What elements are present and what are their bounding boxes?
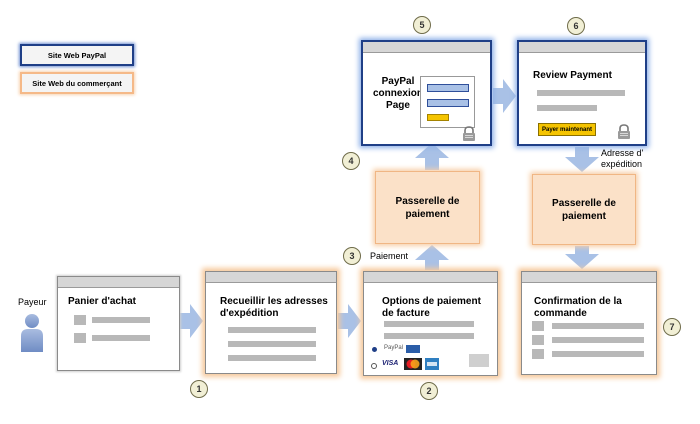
step-badge-1: 1 — [190, 380, 208, 398]
arrow-icon — [415, 245, 449, 270]
cart-title: Panier d'achat — [68, 296, 136, 307]
cart-window: Panier d'achat — [57, 276, 180, 371]
payer-label: Payeur — [18, 297, 47, 307]
shipping-title: Recueillir les adresses d'expédition — [220, 296, 328, 319]
login-button[interactable] — [427, 114, 449, 121]
paypal-login-title: PayPal connexion Page — [372, 76, 423, 111]
arrow-icon — [565, 147, 599, 172]
step-badge-4: 4 — [342, 152, 360, 170]
window-titlebar — [58, 277, 179, 288]
lock-icon — [618, 124, 630, 139]
window-titlebar — [206, 272, 336, 283]
review-payment-title: Review Payment — [533, 70, 612, 81]
mastercard-icon — [404, 358, 422, 370]
gateway-right-label: Passerelle de paiement — [552, 197, 616, 222]
window-titlebar — [519, 42, 645, 53]
user-icon — [21, 314, 43, 352]
paypal-radio[interactable] — [372, 347, 377, 352]
shipping-window: Recueillir les adresses d'expédition — [205, 271, 337, 374]
paypal-option-label: PayPal — [384, 345, 404, 351]
payment-gateway-right: Passerelle de paiement — [532, 174, 636, 245]
card-radio[interactable] — [371, 363, 377, 369]
visa-logo: VISA — [382, 360, 399, 367]
step-badge-7: 7 — [663, 318, 681, 336]
arrow-icon — [180, 304, 203, 338]
confirmation-title: Confirmation de la commande — [534, 296, 622, 319]
arrow-icon — [493, 79, 516, 113]
amex-icon — [425, 358, 439, 370]
billing-title: Options de paiement de facture — [382, 296, 481, 319]
step-badge-2: 2 — [420, 382, 438, 400]
legend-merchant: Site Web du commerçant — [20, 72, 134, 94]
paypal-logo-icon — [406, 345, 420, 353]
step-badge-6: 6 — [567, 17, 585, 35]
review-payment-window: Review Payment Payer maintenant — [517, 40, 647, 146]
lock-icon — [463, 126, 475, 141]
password-field[interactable] — [427, 99, 469, 107]
email-field[interactable] — [427, 84, 469, 92]
arrow-icon — [565, 246, 599, 269]
window-titlebar — [364, 272, 497, 283]
continue-button[interactable] — [469, 354, 489, 367]
legend-paypal: Site Web PayPal — [20, 44, 134, 66]
pay-now-button[interactable]: Payer maintenant — [538, 123, 596, 136]
legend-paypal-label: Site Web PayPal — [47, 50, 107, 60]
login-form — [420, 76, 475, 128]
billing-window: Options de paiement de facture PayPal VI… — [363, 271, 498, 376]
step-badge-5: 5 — [413, 16, 431, 34]
arrow-icon — [338, 304, 361, 338]
confirmation-window: Confirmation de la commande — [521, 271, 657, 375]
window-titlebar — [522, 272, 656, 283]
gateway-left-label: Passerelle de paiement — [395, 195, 460, 220]
shipping-address-label: Adresse d' expédition — [601, 148, 644, 169]
arrow-icon — [415, 143, 449, 170]
step-badge-3: 3 — [343, 247, 361, 265]
window-titlebar — [363, 42, 490, 53]
paypal-login-window: PayPal connexion Page — [361, 40, 492, 146]
legend-merchant-label: Site Web du commerçant — [32, 78, 122, 88]
payment-label: Paiement — [370, 251, 409, 261]
payment-gateway-left: Passerelle de paiement — [375, 171, 480, 244]
